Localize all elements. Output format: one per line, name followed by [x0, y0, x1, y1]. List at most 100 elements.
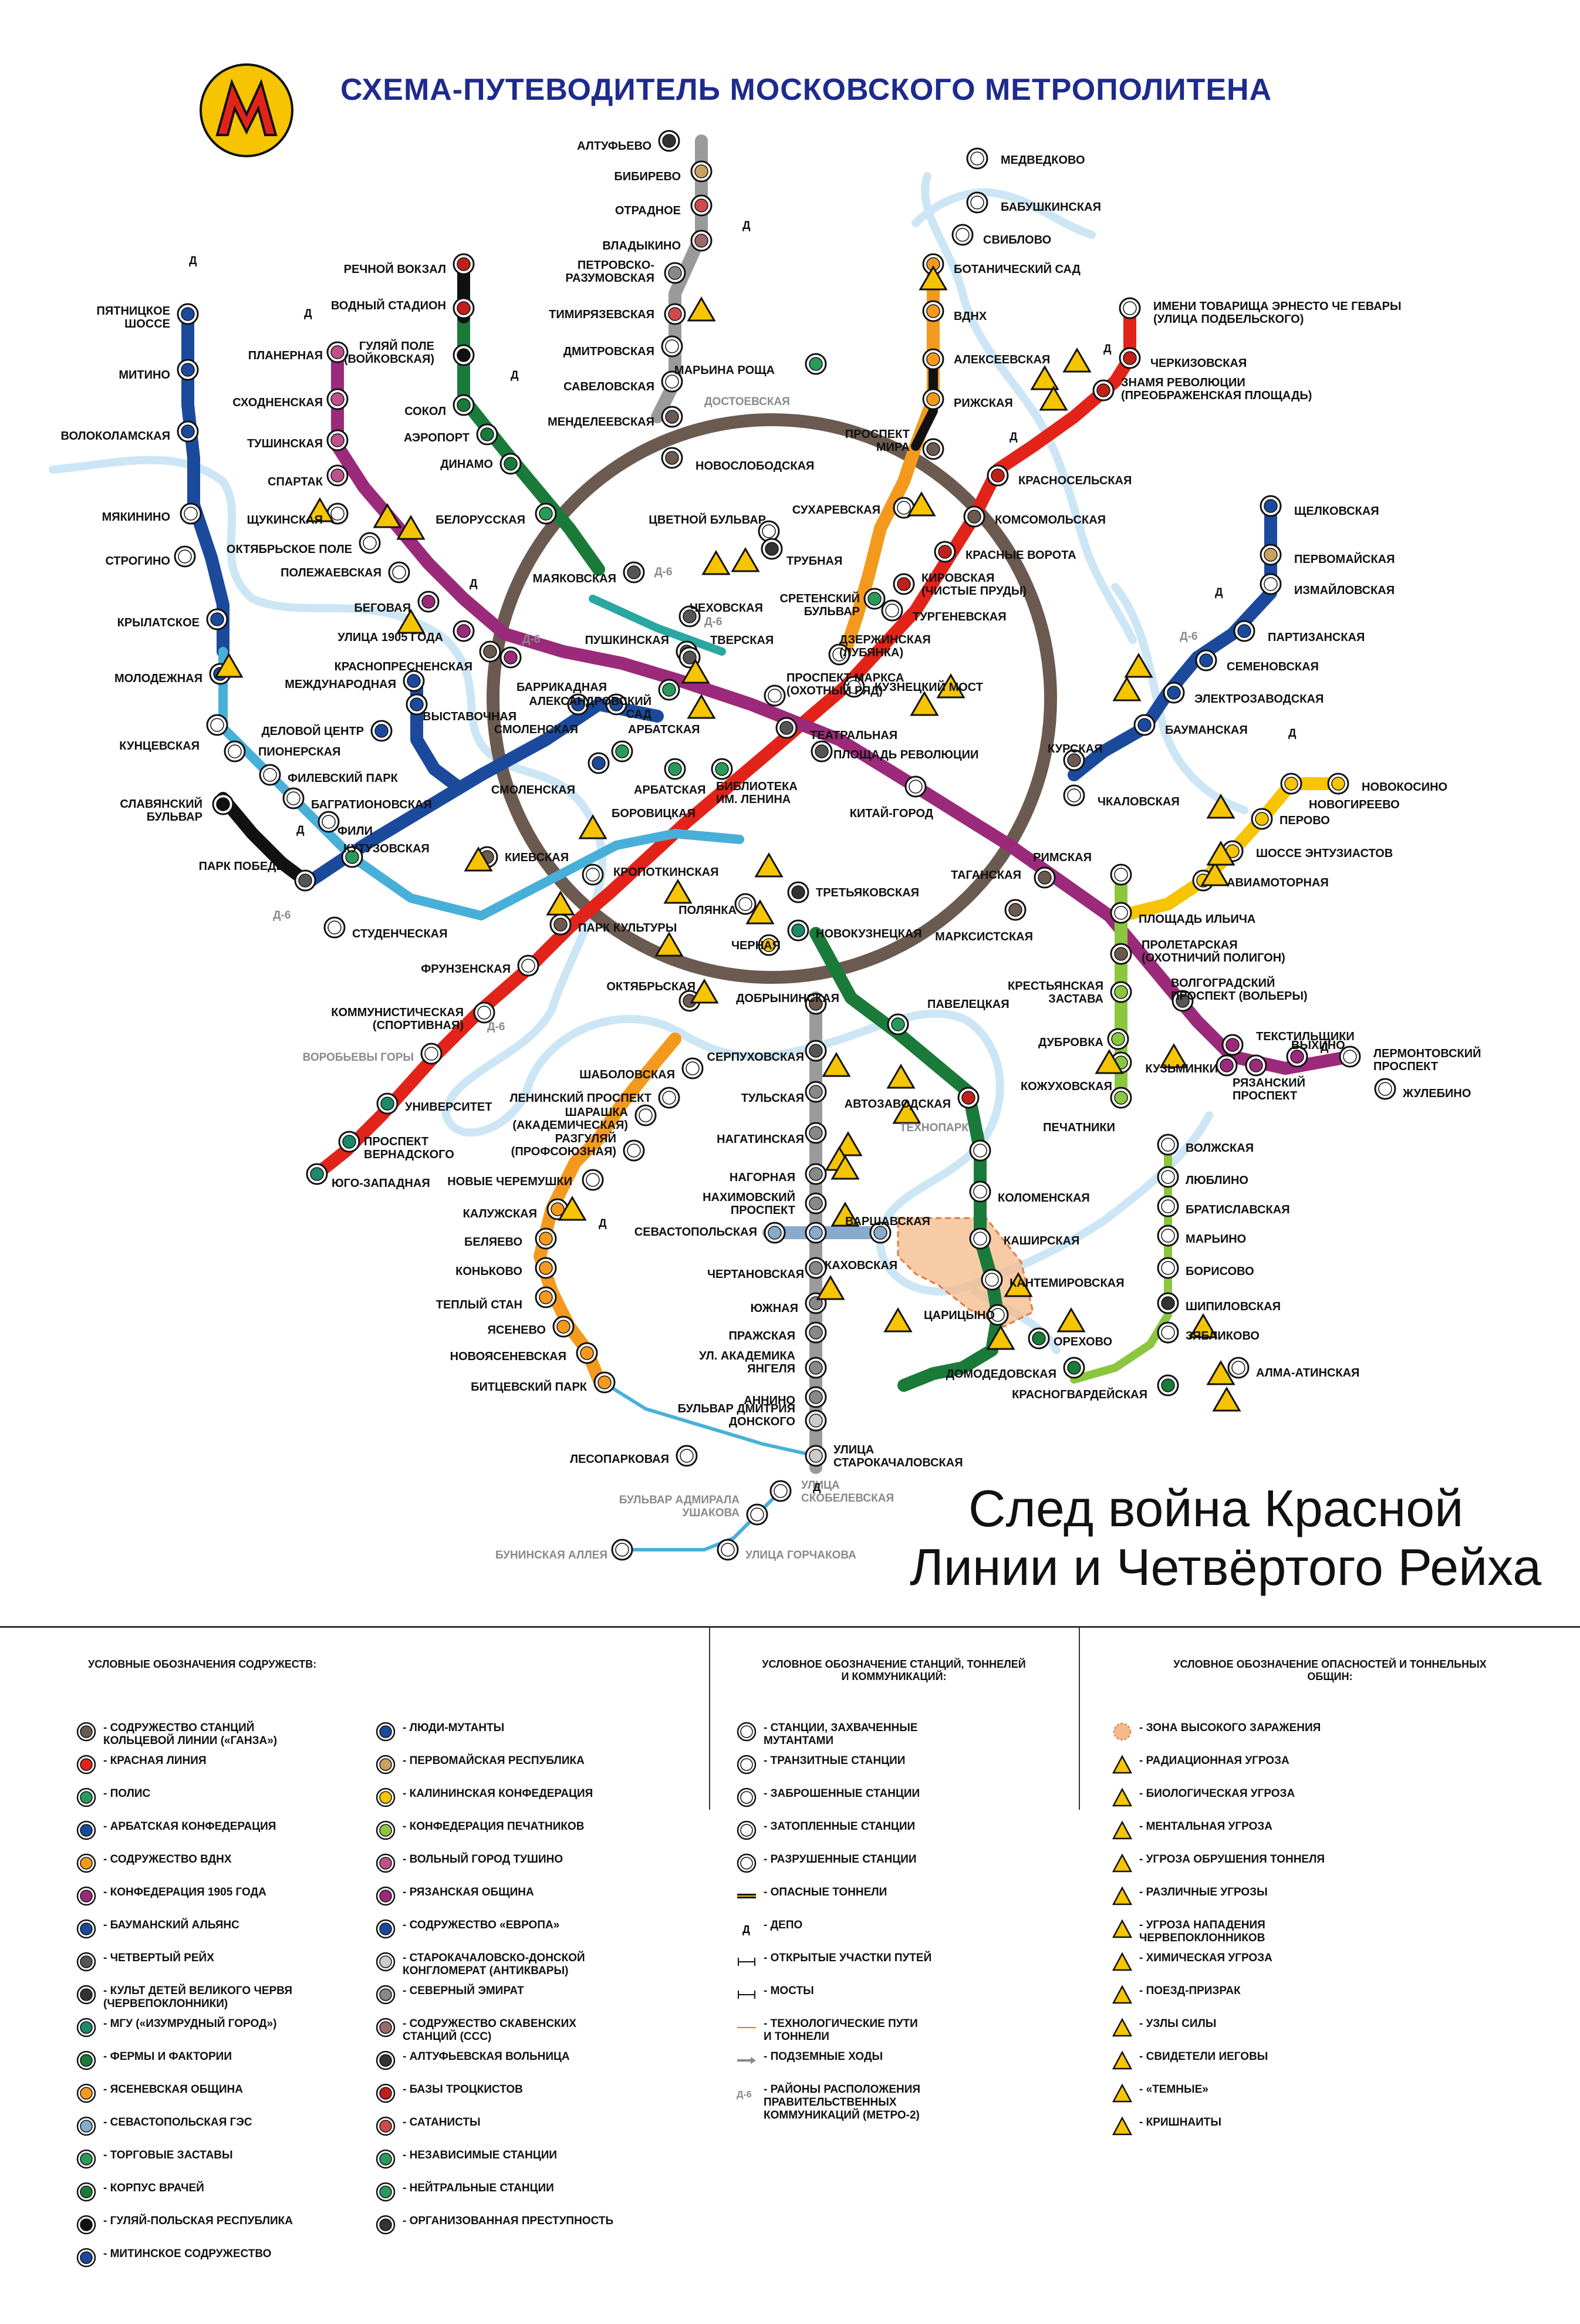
hazard-triangle-icon: [1159, 1043, 1189, 1068]
station-label-begovaya: БЕГОВАЯ: [354, 602, 411, 615]
header-logo: СХЕМА-ПУТЕВОДИТЕЛЬ МОСКОВСКОГО МЕТРОПОЛИ…: [200, 63, 1272, 157]
faction-emblem-icon: [286, 791, 301, 805]
faction-emblem-icon: [683, 609, 697, 623]
faction-emblem-icon: [973, 1185, 987, 1199]
faction-emblem-icon: [76, 1820, 96, 1840]
legend-label: - ОРГАНИЗОВАННАЯ ПРЕСТУПНОСТЬ: [403, 2215, 614, 2227]
station-label-annino: АННИНО: [744, 1394, 795, 1407]
legend-label: - УГРОЗА ОБРУШЕНИЯ ТОННЕЛЯ: [1139, 1853, 1325, 1866]
station-label-molodezhnaya: МОЛОДЕЖНАЯ: [114, 672, 202, 685]
faction-emblem-icon: [809, 1390, 823, 1404]
station-otradnoe: [690, 194, 713, 217]
faction-emblem-icon: [873, 1226, 887, 1240]
destroyed-station-icon: [737, 1853, 757, 1873]
legend-label: - БИОЛОГИЧЕСКАЯ УГРОЗА: [1139, 1787, 1295, 1800]
faction-emblem-icon: [809, 1361, 823, 1375]
station-label-altufyevo: АЛТУФЬЕВО: [577, 140, 651, 153]
station-shchelkovskaya: [1260, 495, 1282, 517]
station-nagornaya: [805, 1163, 827, 1185]
station-label-universitet: УНИВЕРСИТЕТ: [405, 1101, 492, 1114]
faction-emblem-icon: [374, 724, 389, 738]
faction-emblem-icon: [76, 1919, 96, 1939]
station-label-dzerzhinskaya: ДЗЕРЖИНСКАЯ(ЛУБЯНКА): [839, 633, 931, 659]
legend-faction-a-11: - ЯСЕНЕВСКАЯ ОБЩИНА: [76, 2083, 243, 2103]
station-cherkizovskaya: [1119, 347, 1141, 369]
faction-emblem-icon: [809, 997, 823, 1011]
legend-faction-a-9: - МГУ («ИЗУМРУДНЫЙ ГОРОД»): [76, 2018, 276, 2038]
station-borisovo: [1157, 1257, 1179, 1279]
faction-emblem-icon: [480, 427, 494, 441]
faction-emblem-icon: [1137, 718, 1152, 732]
station-label-fili: ФИЛИ: [337, 825, 373, 838]
station-kommunisticheskaya: [473, 1001, 495, 1024]
faction-emblem-icon: [539, 507, 553, 521]
station-novogireevo: [1280, 773, 1302, 795]
faction-emblem-icon: [815, 744, 829, 758]
flooded-station-icon: [737, 1820, 757, 1840]
legend-station-0: - СТАНЦИИ, ЗАХВАЧЕННЫЕ МУТАНТАМИ: [737, 1722, 918, 1748]
legend-label: - ЗАТОПЛЕННЫЕ СТАНЦИИ: [764, 1820, 916, 1833]
station-dmitrovskaya: [661, 335, 683, 357]
faction-emblem-icon: [330, 468, 345, 483]
station-park-kultury: [549, 913, 572, 936]
station-label-cherkizovskaya: ЧЕРКИЗОВСКАЯ: [1150, 357, 1247, 370]
faction-emblem-icon: [76, 1755, 96, 1775]
station-krasnopresnenskaya: [479, 640, 501, 663]
faction-emblem-icon: [184, 507, 198, 521]
station-myakinino: [180, 502, 202, 525]
legend-faction-a-7: - ЧЕТВЕРТЫЙ РЕЙХ: [76, 1952, 214, 1972]
station-kitay-gorod: [904, 775, 927, 798]
station-label-savelovskaya: САВЕЛОВСКАЯ: [563, 380, 654, 393]
faction-emblem-icon: [310, 1167, 324, 1181]
legend-hazard-11: - «ТЕМНЫЕ»: [1112, 2083, 1208, 2103]
faction-emblem-icon: [809, 1167, 823, 1181]
legend-faction-a-0: - СОДРУЖЕСТВО СТАНЦИЙ КОЛЬЦЕВОЙ ЛИНИИ («…: [76, 1722, 277, 1748]
faction-emblem-icon: [956, 228, 970, 242]
station-yugo-zapadnaya: [306, 1163, 328, 1185]
map-title: СХЕМА-ПУТЕВОДИТЕЛЬ МОСКОВСКОГО МЕТРОПОЛИ…: [340, 73, 1272, 107]
depot-label: Д: [296, 824, 305, 836]
faction-emblem-icon: [76, 1722, 96, 1742]
faction-emblem-icon: [539, 1232, 553, 1246]
legend-faction-b-1: - ПЕРВОМАЙСКАЯ РЕСПУБЛИКА: [376, 1755, 585, 1775]
legend-label: - ВОЛЬНЫЙ ГОРОД ТУШИНО: [403, 1853, 563, 1866]
hazard-triangle-icon: [830, 1155, 860, 1180]
faction-emblem-icon: [1161, 1199, 1175, 1213]
faction-emblem-icon: [76, 2050, 96, 2070]
legend-label: - СОДРУЖЕСТВО СТАНЦИЙ КОЛЬЦЕВОЙ ЛИНИИ («…: [103, 1722, 278, 1747]
station-label-vystavochnaya: ВЫСТАВОЧНАЯ: [423, 710, 516, 723]
station-kuntsevskaya: [206, 714, 228, 736]
faction-emblem-icon: [76, 1787, 96, 1807]
line-orange-north: [839, 258, 940, 658]
faction-emblem-icon: [1290, 1050, 1304, 1064]
faction-emblem-icon: [765, 542, 779, 556]
line-teal-park: [589, 595, 726, 656]
legend-label: - ТЕХНОЛОГИЧЕСКИЕ ПУТИ И ТОННЕЛИ: [764, 2018, 918, 2043]
faction-emblem-icon: [665, 410, 679, 424]
faction-emblem-icon: [1264, 499, 1278, 513]
faction-emblem-icon: [1067, 1361, 1081, 1375]
station-avtozavodskaya: [957, 1087, 980, 1109]
station-label-serpukhovskaya: СЕРПУХОВСКАЯ: [707, 1051, 804, 1064]
hazard-triangle-icon: [936, 673, 965, 699]
station-label-lesoparkovaya: ЛЕСОПАРКОВАЯ: [570, 1453, 669, 1466]
legend-faction-a-14: - КОРПУС ВРАЧЕЙ: [76, 2182, 204, 2202]
depot-label: Д: [1321, 1041, 1329, 1054]
station-sevastopolskaya: [764, 1222, 786, 1244]
station-savelovskaya: [661, 370, 683, 393]
hazard-triangle-icon: [214, 653, 244, 678]
station-bratislavskaya: [1157, 1195, 1179, 1217]
legend-label: - КУЛЬТ ДЕТЕЙ ВЕЛИКОГО ЧЕРВЯ (ЧЕРВЕПОКЛО…: [103, 1985, 293, 2010]
abandoned-station-icon: [737, 1787, 757, 1807]
faction-emblem-icon: [263, 768, 277, 782]
depot-label: Д: [470, 578, 478, 590]
station-label-sviblovo: СВИБЛОВО: [983, 234, 1051, 247]
station-label-izmaylovskaya: ИЗМАЙЛОВСКАЯ: [1294, 583, 1395, 597]
faction-emblem-icon: [76, 2182, 96, 2202]
station-label-belorusskaya: БЕЛОРУССКАЯ: [435, 514, 525, 527]
station-teatralnaya: [775, 717, 798, 739]
station-label-park-kultury: ПАРК КУЛЬТУРЫ: [578, 922, 677, 935]
legend-label: - КАЛИНИНСКАЯ КОНФЕДЕРАЦИЯ: [403, 1787, 593, 1800]
